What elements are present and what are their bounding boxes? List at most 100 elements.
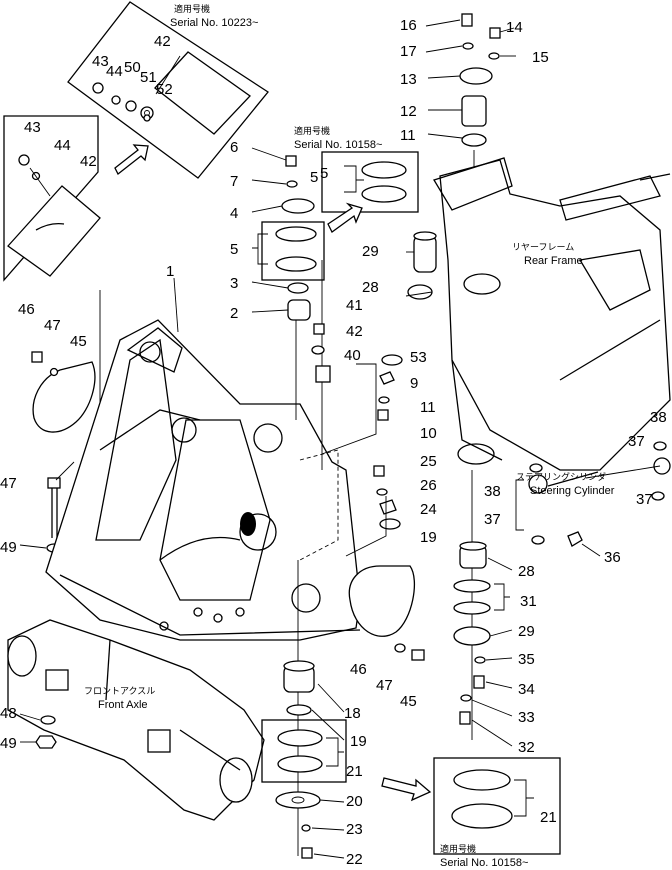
- callout: 19: [350, 733, 367, 750]
- front-frame-1: [45, 260, 361, 641]
- center-lower-stack: [261, 560, 432, 859]
- callout: 37: [484, 511, 501, 528]
- callout: 53: [410, 349, 427, 366]
- bolt-6: [285, 155, 297, 167]
- shim-box-21: [261, 719, 347, 783]
- callout: 47: [44, 317, 61, 334]
- callout: 5: [310, 169, 318, 186]
- rear-frame: [407, 157, 671, 471]
- callout: 17: [400, 43, 417, 60]
- cover-plate-42b: [7, 185, 101, 277]
- callout: 46: [350, 661, 367, 678]
- callout: 29: [518, 623, 535, 640]
- bolt-40: [313, 323, 325, 335]
- washer-47-right: [394, 643, 406, 653]
- callout: 21: [346, 763, 363, 780]
- callout: 28: [362, 279, 379, 296]
- washer-26: [376, 488, 388, 496]
- callout: 38: [484, 483, 501, 500]
- callout: 42: [80, 153, 97, 170]
- washer-49-axle: [40, 715, 56, 725]
- washer-33: [460, 694, 472, 702]
- callout: 12: [400, 103, 417, 120]
- callout: 44: [54, 137, 71, 154]
- braces: [252, 165, 534, 817]
- ring-27: [407, 284, 433, 300]
- ring-3: [287, 282, 309, 294]
- washer-38-left: [529, 463, 543, 473]
- washer-51: [125, 100, 137, 112]
- callout-numbers: 42 43 44 50 51 52 43 44 42 46 47 45 1 6 …: [0, 17, 667, 868]
- shim-box-5: [261, 221, 325, 281]
- washer-47-left: [49, 367, 59, 377]
- callout: 14: [506, 19, 523, 36]
- callout: 34: [518, 681, 535, 698]
- callout: 11: [420, 399, 436, 416]
- callout: 16: [400, 17, 417, 34]
- callout: 22: [346, 851, 363, 868]
- callout: 21: [540, 809, 557, 826]
- callout: 43: [92, 53, 109, 70]
- callout: 33: [518, 709, 535, 726]
- center-upper-stack: [261, 155, 325, 321]
- front-axle: [7, 619, 265, 821]
- callout: 52: [156, 81, 173, 98]
- bolt-43: [92, 82, 104, 94]
- callout: 41: [346, 297, 363, 314]
- callout: 5: [320, 165, 328, 182]
- callout: 9: [410, 375, 418, 392]
- cover-plate-42: [154, 51, 251, 135]
- washer-10: [378, 396, 390, 404]
- callout: 10: [420, 425, 437, 442]
- front-axle-en: Front Axle: [98, 699, 148, 711]
- callout: 4: [230, 205, 238, 222]
- callout: 31: [520, 593, 537, 610]
- plate-39: [315, 365, 331, 383]
- callout: 23: [346, 821, 363, 838]
- callout: 26: [420, 477, 437, 494]
- pin-28: [413, 235, 437, 273]
- component-labels: リヤーフレーム Rear Frame ステアリングシリンダ Steering C…: [84, 242, 615, 711]
- inset-cover-10223: [67, 1, 269, 179]
- washer-41: [311, 345, 325, 355]
- washer-17: [462, 42, 474, 50]
- steering-cylinder-joint: [528, 441, 671, 547]
- serial-a-en: Serial No. 10223~: [170, 17, 258, 29]
- callout: 45: [70, 333, 87, 350]
- callout: 42: [154, 33, 171, 50]
- callout: 37: [636, 491, 653, 508]
- washer-7: [286, 180, 298, 188]
- callout: 37: [628, 433, 645, 450]
- steering-jp: ステアリングシリンダ: [516, 471, 606, 483]
- plate-24: [379, 499, 397, 515]
- serial-c-en: Serial No. 10158~: [440, 857, 528, 869]
- washer-53: [143, 114, 151, 122]
- callout: 6: [230, 139, 238, 156]
- shim-31b: [453, 601, 491, 615]
- small-parts-middle: [311, 323, 403, 557]
- callout: 1: [166, 263, 174, 280]
- washer-35: [474, 656, 486, 664]
- callout: 48: [0, 705, 17, 722]
- callout: 38: [650, 409, 667, 426]
- cap-13: [459, 67, 493, 85]
- callout: 5: [230, 241, 238, 258]
- callout: 24: [420, 501, 437, 518]
- callout: 50: [124, 59, 141, 76]
- washer-44: [111, 95, 121, 105]
- callout: 25: [420, 453, 437, 470]
- top-right-stack: [459, 13, 501, 300]
- callout: 2: [230, 305, 238, 322]
- callout: 19: [420, 529, 437, 546]
- callout: 18: [344, 705, 361, 722]
- callout: 15: [532, 49, 549, 66]
- callout: 44: [106, 63, 123, 80]
- callout: 42: [346, 323, 363, 340]
- bolt-9: [377, 409, 389, 421]
- right-side-cover: [348, 565, 425, 661]
- bolt-32: [459, 711, 471, 725]
- callout: 35: [518, 651, 535, 668]
- ball-37-left: [528, 474, 548, 494]
- ring-19b: [379, 518, 401, 530]
